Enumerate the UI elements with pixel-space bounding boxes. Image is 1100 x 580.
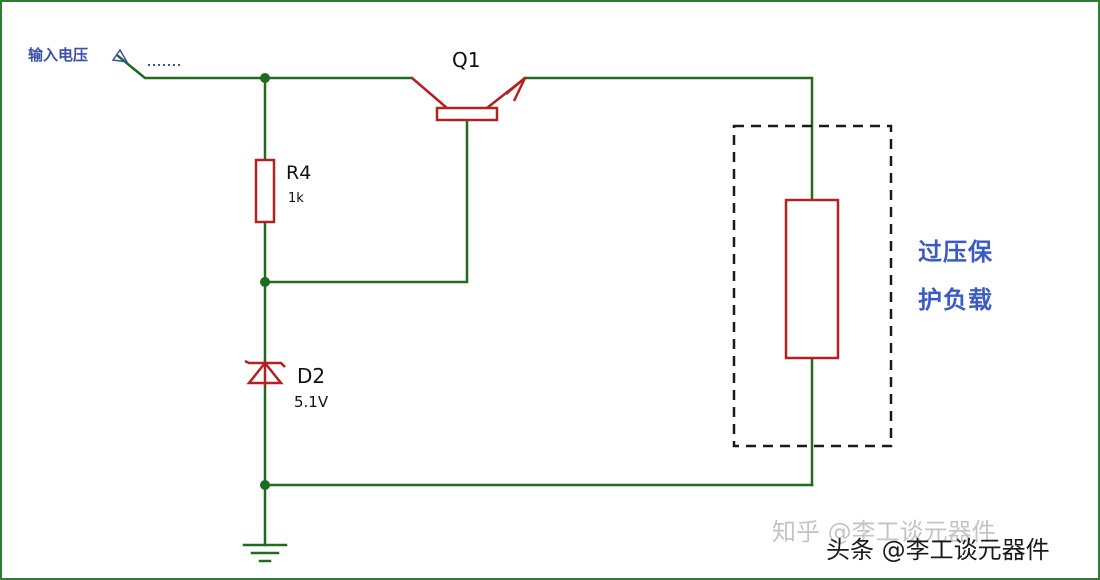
junction-dot <box>260 480 270 490</box>
load-label-line2: 护负载 <box>918 286 993 314</box>
resistor-value-label: 1k <box>288 191 304 206</box>
diode-name-label: D2 <box>297 364 326 388</box>
input-voltage-label: 输入电压 <box>28 46 89 64</box>
input-terminal-icon <box>111 48 182 66</box>
load-resistor <box>784 198 840 360</box>
junction-dot <box>260 73 270 83</box>
resistor-r4 <box>254 158 276 224</box>
emitter-wire <box>523 76 814 202</box>
resistor-name-label: R4 <box>286 162 312 184</box>
diode-value-label: 5.1V <box>294 393 329 411</box>
ground-symbol <box>242 543 288 563</box>
transistor-label: Q1 <box>452 48 481 72</box>
zener-diode-d2 <box>244 359 286 386</box>
transistor-q1 <box>411 77 527 122</box>
base-wire <box>263 118 469 284</box>
zhihu-watermark: 知乎 @李工谈元器件 <box>772 518 996 546</box>
input-wire <box>116 54 267 80</box>
junction-dot <box>260 277 270 287</box>
toutiao-watermark: 头条 @李工谈元器件 <box>826 536 1050 564</box>
load-label-line1: 过压保 <box>918 238 993 266</box>
